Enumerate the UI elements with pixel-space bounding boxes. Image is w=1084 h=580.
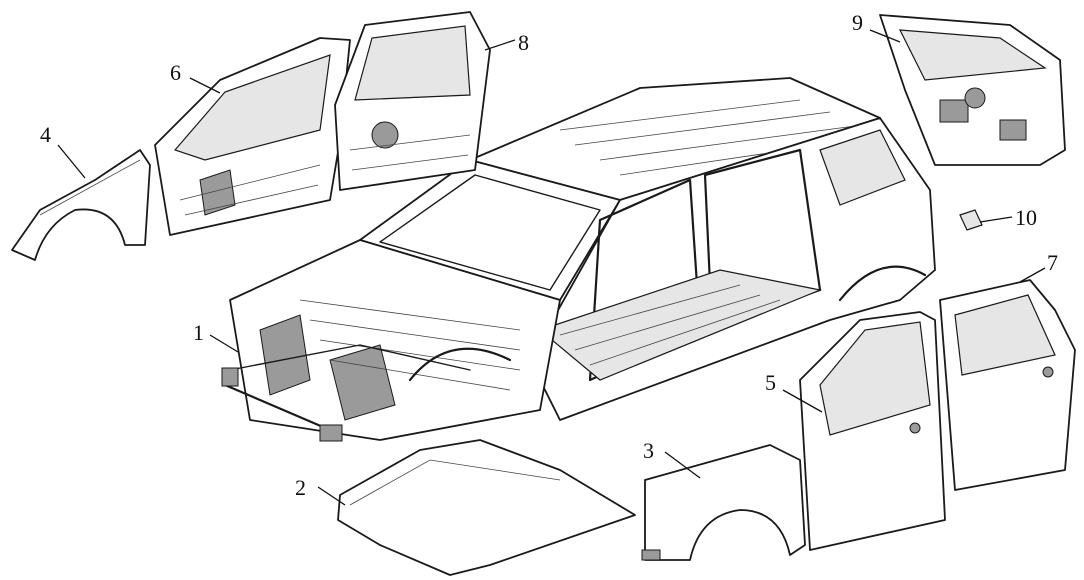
leader-lines	[57, 29, 1046, 506]
front-right-fender	[641, 444, 806, 561]
liftgate	[879, 14, 1066, 166]
front-left-door	[154, 37, 351, 236]
callout-10: 10	[1015, 205, 1037, 230]
callout-4: 4	[40, 122, 51, 147]
callout-7: 7	[1047, 250, 1058, 275]
rear-left-door	[334, 11, 491, 191]
callout-9: 9	[852, 10, 863, 35]
callout-labels: 1 2 3 4 5 6 7 8 9 10	[40, 10, 1058, 500]
rear-right-door	[939, 279, 1076, 491]
callout-8: 8	[518, 30, 529, 55]
callout-6: 6	[170, 60, 181, 85]
callout-5: 5	[765, 370, 776, 395]
callout-1: 1	[193, 320, 204, 345]
front-left-fender	[11, 149, 151, 261]
callout-2: 2	[295, 475, 306, 500]
fuel-filler-door	[959, 209, 983, 231]
front-right-door	[799, 311, 946, 551]
body-in-white	[221, 77, 936, 442]
hood	[337, 439, 636, 576]
callout-3: 3	[643, 438, 654, 463]
